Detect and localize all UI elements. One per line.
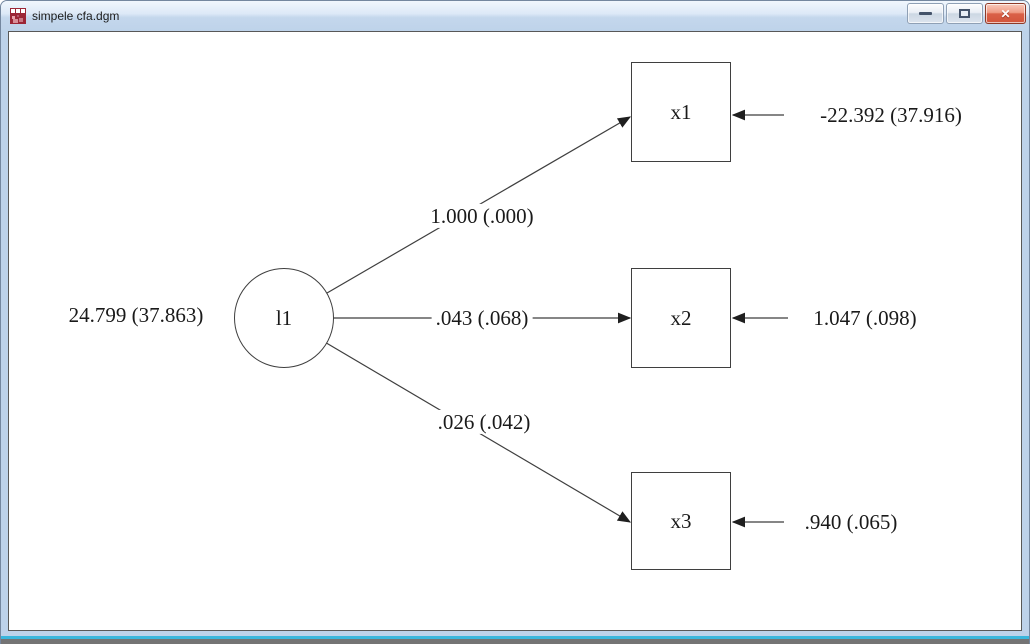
loading-label-x1[interactable]: 1.000 (.000) — [426, 203, 538, 229]
window-title: simpele cfa.dgm — [32, 9, 120, 23]
close-icon: ✕ — [1000, 6, 1011, 21]
latent-node-l1[interactable]: l1 — [234, 268, 334, 368]
window-bottom-shadow-edge — [1, 639, 1029, 644]
window-controls: ✕ — [907, 3, 1026, 24]
error-label-x3[interactable]: .940 (.065) — [800, 509, 902, 535]
maximize-icon — [959, 9, 970, 18]
indicator-box-x3[interactable]: x3 — [631, 472, 731, 570]
window-bottom-accent-edge — [1, 636, 1029, 639]
loading-label-x2[interactable]: .043 (.068) — [431, 305, 533, 331]
sem-builder-app-icon — [10, 8, 26, 24]
title-bar[interactable]: simpele cfa.dgm ✕ — [1, 1, 1029, 31]
error-label-x1[interactable]: -22.392 (37.916) — [816, 102, 966, 128]
maximize-button[interactable] — [946, 3, 983, 24]
latent-node-label: l1 — [275, 305, 293, 330]
minimize-icon — [919, 12, 932, 15]
loading-label-x3[interactable]: .026 (.042) — [433, 409, 535, 435]
minimize-button[interactable] — [907, 3, 944, 24]
variance-label-l1[interactable]: 24.799 (37.863) — [64, 302, 208, 328]
indicator-box-label: x1 — [670, 99, 692, 124]
indicator-box-x1[interactable]: x1 — [631, 62, 731, 162]
indicator-box-label: x2 — [670, 305, 692, 330]
diagram-stage: l1 x1 x2 x3 24.799 (37.863) 1.000 (.000)… — [9, 32, 1021, 630]
indicator-box-x2[interactable]: x2 — [631, 268, 731, 368]
close-button[interactable]: ✕ — [985, 3, 1026, 24]
error-label-x2[interactable]: 1.047 (.098) — [809, 305, 921, 331]
diagram-canvas[interactable]: l1 x1 x2 x3 24.799 (37.863) 1.000 (.000)… — [8, 31, 1022, 631]
indicator-box-label: x3 — [670, 508, 692, 533]
